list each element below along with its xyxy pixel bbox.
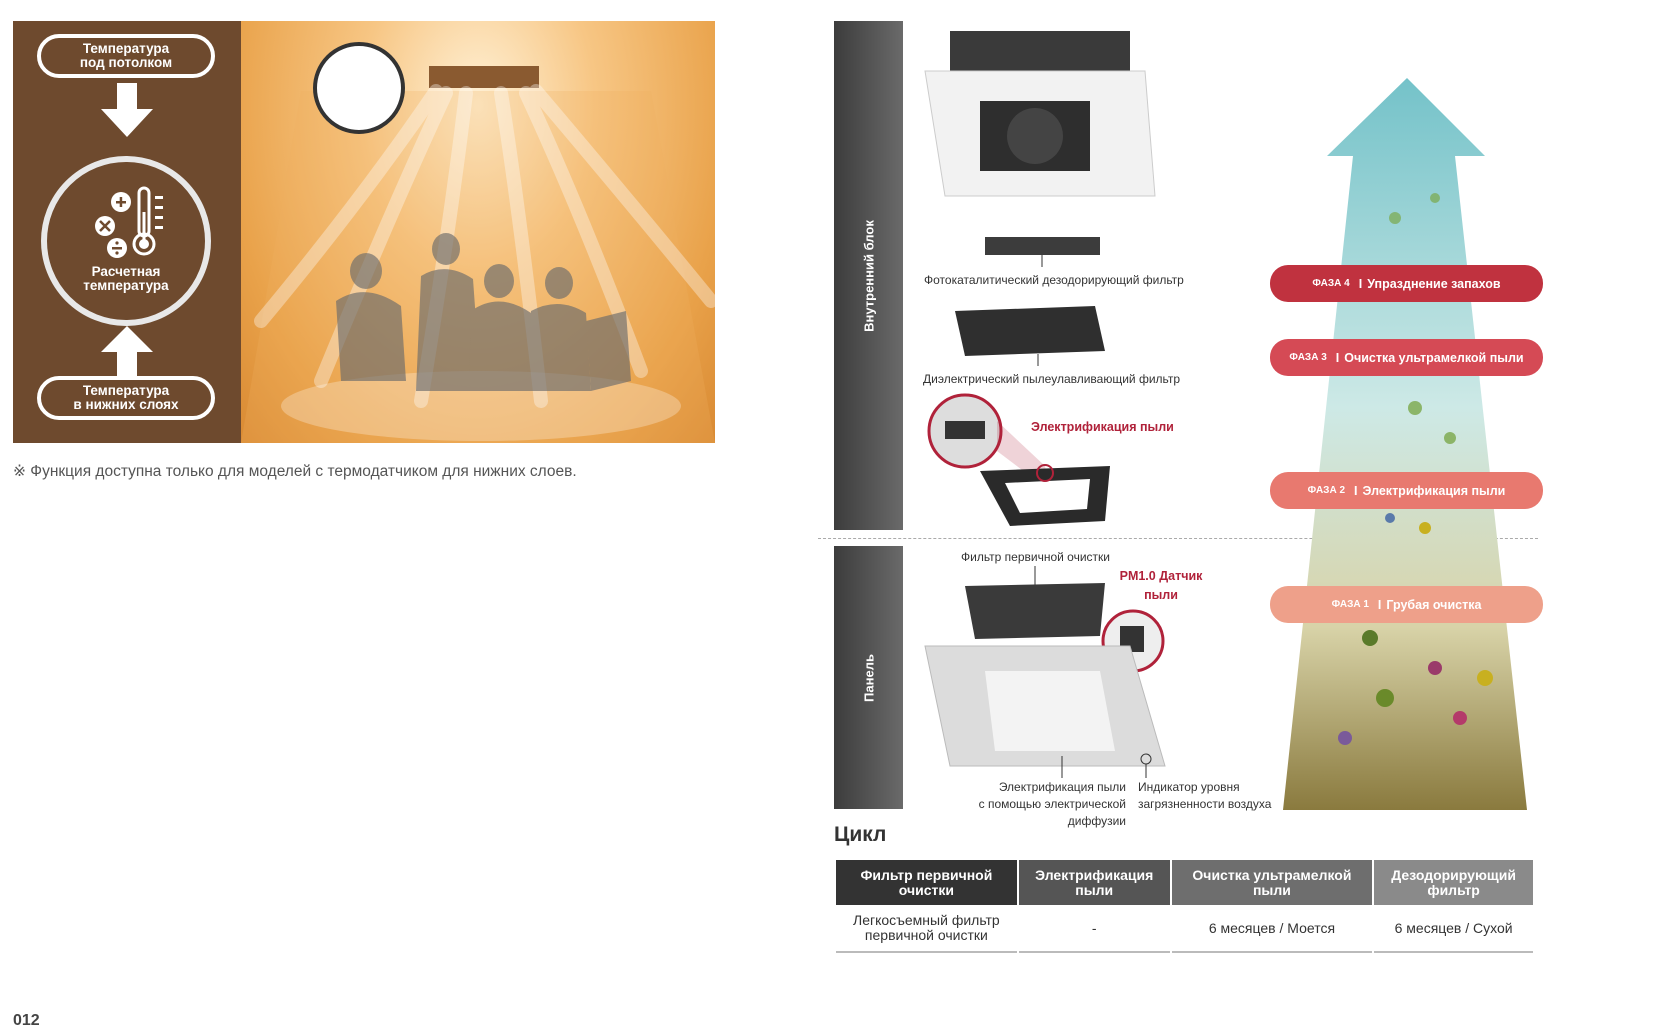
- phase-2-name: Электрификация пыли: [1362, 483, 1506, 498]
- table-header: Очистка ультрамелкой пыли: [1171, 860, 1373, 905]
- phase-1-name: Грубая очистка: [1386, 597, 1482, 612]
- table-header: Дезодорирующий фильтр: [1374, 860, 1533, 905]
- pre-filter-image: [965, 583, 1105, 639]
- table-cell: -: [1018, 905, 1170, 953]
- phase-2-badge: ФАЗА 2 I Электрификация пыли: [1270, 472, 1543, 509]
- calculated-temp-label: Расчетная температура: [83, 264, 169, 293]
- phase-4-badge: ФАЗА 4 I Упразднение запахов: [1270, 265, 1543, 302]
- dust-electrification-label: Электрификация пыли: [1031, 420, 1174, 434]
- people-silhouettes: [336, 233, 631, 391]
- phase-2-code: ФАЗА 2: [1307, 485, 1346, 496]
- table-header: Электрификация пыли: [1018, 860, 1170, 905]
- electro-diffusion-label: Электрификация пыли с помощью электричес…: [978, 780, 1126, 828]
- dielectric-filter-image: [955, 306, 1105, 356]
- temperature-logic-panel: Температура под потолком Расчетная темпе…: [13, 21, 241, 443]
- table-cell: 6 месяцев / Сухой: [1374, 905, 1533, 953]
- ceiling-temp-pill: Температура под потолком: [37, 34, 215, 78]
- exploded-unit-illustration: [924, 31, 1166, 778]
- sensor-zoom-circle: [313, 42, 405, 134]
- pre-filter-label: Фильтр первичной очистки: [961, 550, 1110, 564]
- unit-body: [950, 31, 1130, 76]
- room-scene: [241, 21, 715, 443]
- page-number: 012: [13, 1012, 40, 1029]
- arrow-down-icon: [101, 83, 153, 137]
- section-divider: [818, 538, 1538, 539]
- particle-icons: [1338, 193, 1493, 745]
- table-header: Фильтр первичной очистки: [836, 860, 1017, 905]
- airflow-scene: [241, 42, 715, 443]
- air-indicator-label: Индикатор уровня загрязненности воздуха: [1138, 780, 1272, 811]
- lower-temp-label: Температура в нижних слоях: [73, 383, 179, 412]
- table-header-row: Фильтр первичной очистки Электрификация …: [836, 860, 1533, 905]
- temperature-sensing-illustration: Температура под потолком Расчетная темпе…: [13, 21, 715, 443]
- phase-4-name: Упразднение запахов: [1367, 276, 1501, 291]
- panel-label: Панель: [861, 653, 876, 702]
- cycle-table: Фильтр первичной очистки Электрификация …: [834, 860, 1535, 953]
- pm-sensor-label: PM1.0 Датчик пыли: [1119, 569, 1203, 602]
- ceiling-temp-label: Температура под потолком: [79, 41, 173, 70]
- table-cell: Легкосъемный фильтр первичной очистки: [836, 905, 1017, 953]
- cassette-unit: [429, 66, 539, 88]
- phase-3-code: ФАЗА 3: [1289, 352, 1327, 363]
- calculator-thermometer-icon: [95, 186, 163, 258]
- table-row: Легкосъемный фильтр первичной очистки - …: [836, 905, 1533, 953]
- purification-arrow: [1283, 78, 1527, 810]
- table-cell: 6 месяцев / Моется: [1171, 905, 1373, 953]
- arrow-up-icon: [101, 326, 153, 378]
- indoor-unit-label: Внутренний блок: [861, 219, 876, 332]
- calculated-temp-circle: Расчетная температура: [41, 156, 211, 326]
- photocatalytic-filter-image: [985, 237, 1100, 255]
- phase-3-badge: ФАЗА 3 I Очистка ультрамелкой пыли: [1270, 339, 1543, 376]
- photocatalytic-filter-label: Фотокаталитический дезодорирующий фильтр: [924, 273, 1184, 287]
- phase-1-code: ФАЗА 1: [1331, 599, 1369, 610]
- panel-sidebar: Панель: [834, 546, 903, 809]
- phase-4-code: ФАЗА 4: [1312, 278, 1350, 289]
- indoor-unit-sidebar: Внутренний блок: [834, 21, 903, 530]
- lower-temp-pill: Температура в нижних слоях: [37, 376, 215, 420]
- footnote-text: ※ Функция доступна только для моделей с …: [13, 463, 577, 480]
- phase-3-name: Очистка ультрамелкой пыли: [1344, 350, 1524, 365]
- phase-1-badge: ФАЗА 1 I Грубая очистка: [1270, 586, 1543, 623]
- dielectric-filter-label: Диэлектрический пылеулавливающий фильтр: [923, 372, 1181, 386]
- cycle-title: Цикл: [834, 823, 887, 846]
